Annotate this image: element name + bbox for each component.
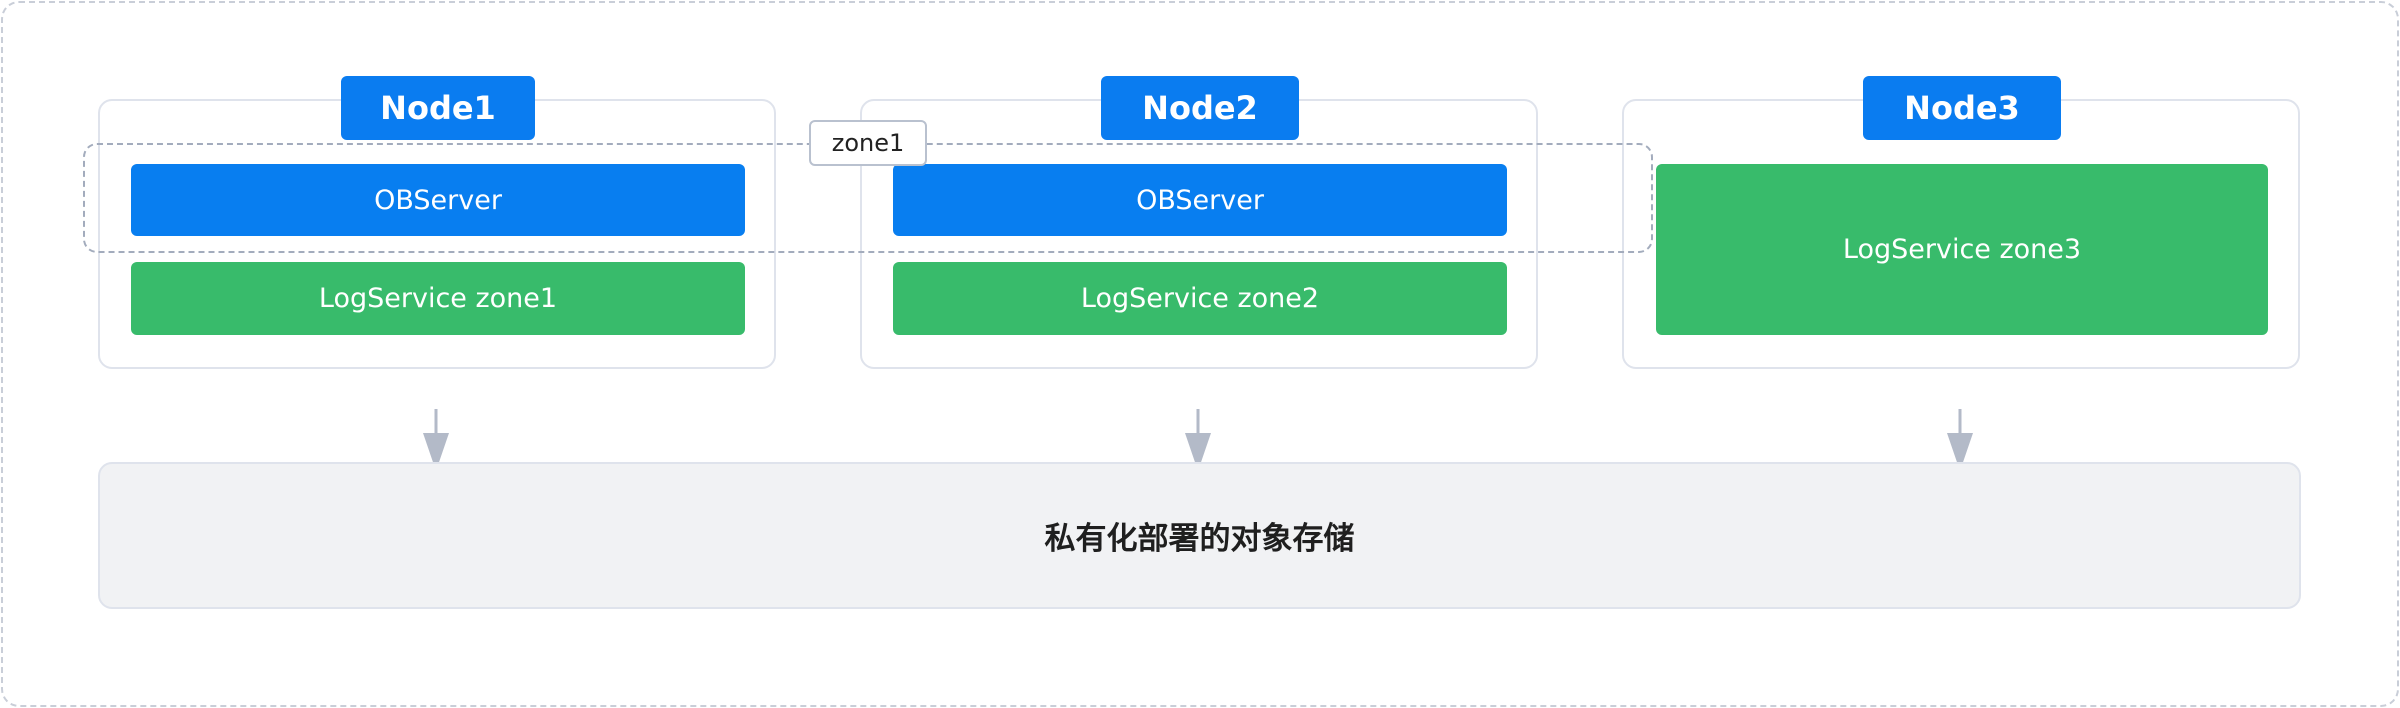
node2-logservice-box: LogService zone2 bbox=[893, 262, 1507, 335]
node3-title: Node3 bbox=[1863, 76, 2061, 140]
arrow-down-icon bbox=[1185, 409, 1211, 471]
node3-logservice-box: LogService zone3 bbox=[1656, 164, 2268, 335]
arrow-down-icon bbox=[423, 409, 449, 471]
node2-observer-box: OBServer bbox=[893, 164, 1507, 236]
node1-title: Node1 bbox=[341, 76, 535, 140]
node2-title: Node2 bbox=[1101, 76, 1299, 140]
object-storage-label: 私有化部署的对象存储 bbox=[1044, 521, 1355, 557]
zone1-label: zone1 bbox=[809, 120, 927, 166]
node1-observer-box: OBServer bbox=[131, 164, 745, 236]
object-storage-box: 私有化部署的对象存储 bbox=[98, 462, 2301, 609]
node1-logservice-box: LogService zone1 bbox=[131, 262, 745, 335]
arrow-down-icon bbox=[1947, 409, 1973, 471]
